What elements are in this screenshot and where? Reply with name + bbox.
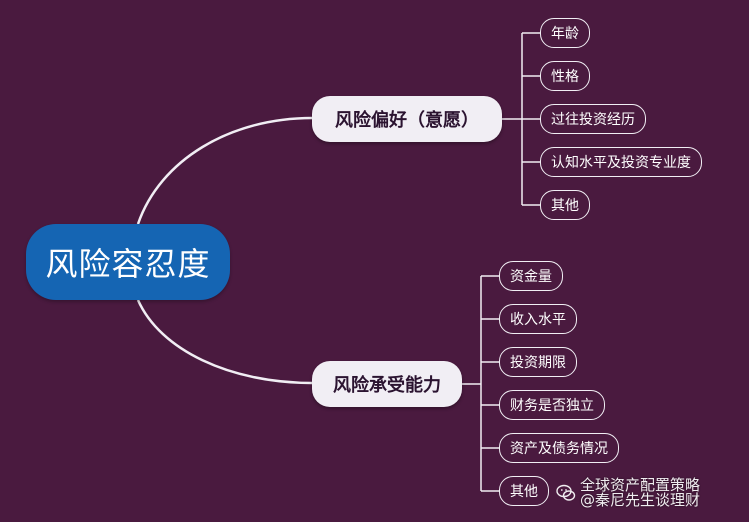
branch-risk-preference: 风险偏好（意愿） bbox=[312, 96, 502, 142]
leaf-node: 资产及债务情况 bbox=[499, 433, 619, 463]
wechat-icon bbox=[556, 484, 576, 501]
root-node: 风险容忍度 bbox=[26, 224, 230, 300]
leaf-node: 其他 bbox=[499, 476, 549, 506]
watermark-line-1: 全球资产配置策略 bbox=[580, 476, 701, 494]
leaf-node: 年龄 bbox=[540, 18, 590, 48]
leaf-node: 投资期限 bbox=[499, 347, 577, 377]
connector-root-branch-b bbox=[136, 299, 313, 385]
leaf-node: 其他 bbox=[540, 190, 590, 220]
leaf-node: 性格 bbox=[540, 61, 590, 91]
leaf-node: 财务是否独立 bbox=[499, 390, 605, 420]
watermark: 全球资产配置策略 @秦尼先生谈理财 bbox=[556, 478, 700, 508]
connector-leaves-a bbox=[502, 32, 540, 206]
leaf-node: 收入水平 bbox=[499, 304, 577, 334]
leaf-node: 过往投资经历 bbox=[540, 104, 646, 134]
connector-leaves-b bbox=[462, 275, 499, 492]
watermark-line-2: @秦尼先生谈理财 bbox=[580, 491, 701, 509]
leaf-node: 资金量 bbox=[499, 261, 563, 291]
branch-risk-capacity: 风险承受能力 bbox=[312, 361, 462, 407]
connector-root-branch-a bbox=[136, 116, 313, 225]
leaf-node: 认知水平及投资专业度 bbox=[540, 147, 702, 177]
